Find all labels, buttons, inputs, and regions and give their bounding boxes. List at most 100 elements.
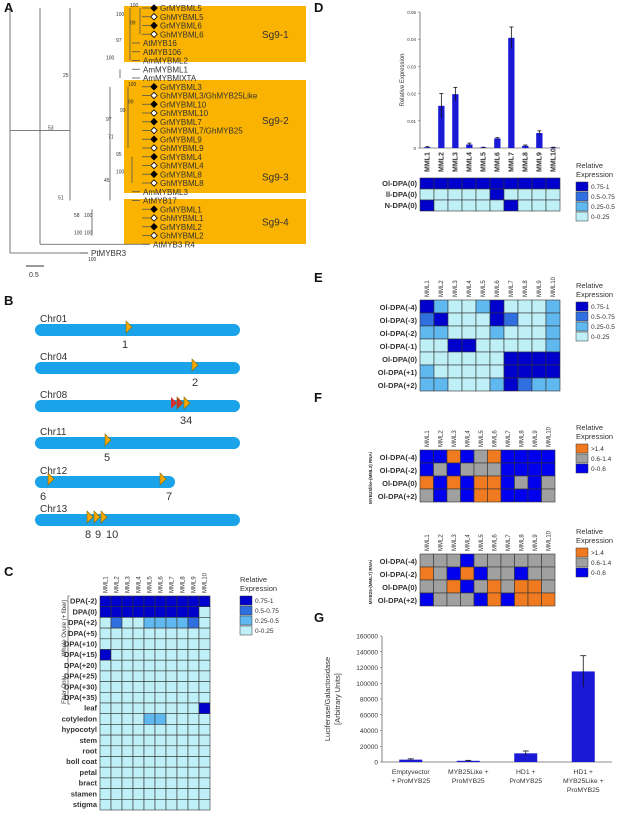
heatmap-cell (198, 724, 211, 736)
heatmap-cell (143, 638, 156, 650)
heatmap-cell (110, 670, 123, 682)
heatmap-cell (545, 325, 561, 340)
heatmap-cell (517, 299, 533, 314)
heatmap-cell (154, 788, 167, 800)
column-label: MML7 (506, 534, 512, 551)
heatmap-cell (176, 788, 189, 800)
column-label: MML3 (452, 534, 458, 551)
heatmap-cell (500, 488, 515, 503)
row-label: Ol-DPA(-3) (380, 316, 418, 325)
gene-number: 5 (104, 452, 110, 464)
heatmap-cell (419, 364, 435, 379)
x-tick-label: MYB25Like + (448, 769, 489, 776)
heatmap-cell (447, 338, 463, 353)
heatmap-cell (419, 338, 435, 353)
taxon-label: GrMYBML5 (160, 4, 202, 13)
heatmap-cell (110, 627, 123, 640)
heatmap-cell (99, 681, 112, 693)
legend-item: >1.4 (591, 550, 604, 557)
column-label: MML2 (438, 430, 444, 447)
legend-title: Relative (576, 281, 603, 290)
gene-marker-icon (104, 433, 112, 447)
heatmap-cell (447, 177, 463, 190)
column-label: MML10 (546, 530, 552, 551)
heatmap-cell (514, 579, 529, 594)
heatmap-cell (132, 606, 145, 618)
heatmap-cell (545, 351, 561, 366)
legend-item: 0.5-0.75 (591, 194, 615, 201)
legend-swatch (239, 605, 253, 616)
heatmap-cell (198, 681, 211, 693)
heatmap-cell (198, 659, 211, 672)
row-label: Ol-DPA(+2) (378, 492, 418, 501)
y-tick-label: 0.05 (407, 10, 416, 15)
gene-marker-icon (47, 472, 55, 486)
row-label: DPA(+20) (64, 661, 97, 670)
heatmap-cell (503, 325, 519, 340)
phylogenetic-tree: Sg9-1Sg9-2Sg9-3Sg9-4GrMYBML5GhMYBML5GrMY… (9, 3, 306, 279)
gene-marker-icon (86, 510, 94, 524)
heatmap-cell (99, 798, 112, 811)
heatmap-cell (121, 756, 134, 768)
heatmap-cell (487, 592, 502, 607)
heatmap-cell (165, 724, 178, 736)
taxon-marker-icon (150, 170, 158, 179)
x-tick-label: ProMYB25 (452, 778, 485, 785)
heatmap-cell (489, 177, 505, 190)
heatmap-cell (187, 702, 200, 714)
heatmap-cell (503, 299, 519, 314)
legend-title: Relative (240, 575, 267, 584)
heatmap-cell (198, 702, 211, 714)
heatmap-cell (110, 766, 123, 779)
bootstrap-value: 100 (116, 12, 125, 18)
taxon-label: AtMYB3 R4 (153, 240, 195, 249)
taxon-label: GrMYBML2 (160, 223, 202, 232)
bar (456, 760, 480, 762)
heatmap-cell (541, 488, 556, 503)
heatmap-cell (154, 606, 167, 618)
row-label: leaf (84, 704, 97, 713)
x-tick-label: MML8 (522, 152, 529, 172)
heatmap-cell (489, 299, 505, 314)
heatmap-cell (475, 188, 491, 201)
heatmap-cell (447, 312, 463, 327)
taxon-marker-icon (150, 179, 158, 187)
taxon-label: GrMYBML8 (160, 170, 202, 179)
heatmap-cell (143, 756, 156, 768)
bootstrap-value: 99 (128, 99, 134, 105)
taxon-label: GrMYBML4 (160, 153, 202, 162)
heatmap-cell (99, 670, 112, 682)
heatmap-cell (447, 325, 463, 340)
legend-swatch (575, 301, 589, 312)
column-label: MML9 (533, 430, 539, 447)
y-tick-label: 80000 (360, 697, 378, 704)
heatmap-cell (121, 766, 134, 779)
heatmap-cell (489, 199, 505, 212)
heatmap-cell (187, 724, 200, 736)
row-label: Ol-DPA(0) (382, 583, 417, 592)
chromosome-bar (35, 514, 240, 526)
group-bracket (67, 595, 70, 629)
heatmap-cell (433, 592, 448, 607)
legend-swatch (575, 211, 589, 222)
x-tick-label: MML10 (550, 148, 557, 172)
heatmap-cell (121, 681, 134, 693)
taxon-label: AmMYBML2 (143, 57, 188, 66)
heatmap-cell (446, 592, 461, 607)
heatmap-cell (419, 553, 434, 568)
heatmap-cell (154, 756, 167, 768)
heatmap-cell (165, 638, 178, 650)
heatmap-cell (143, 595, 156, 607)
group-bracket (67, 629, 70, 705)
heatmap-cell (447, 377, 463, 392)
x-tick-label: HD1 + (574, 769, 593, 776)
heatmap-cell (154, 681, 167, 693)
heatmap-cell (433, 177, 449, 190)
heatmap-cell (503, 351, 519, 366)
heatmap-cell (541, 475, 556, 490)
heatmap-cell (110, 681, 123, 693)
taxon-label: GhMYBML9 (160, 144, 204, 153)
column-label: MML8 (519, 534, 525, 551)
subgroup-label: Sg9-3 (262, 173, 289, 184)
heatmap-cell (475, 338, 491, 353)
